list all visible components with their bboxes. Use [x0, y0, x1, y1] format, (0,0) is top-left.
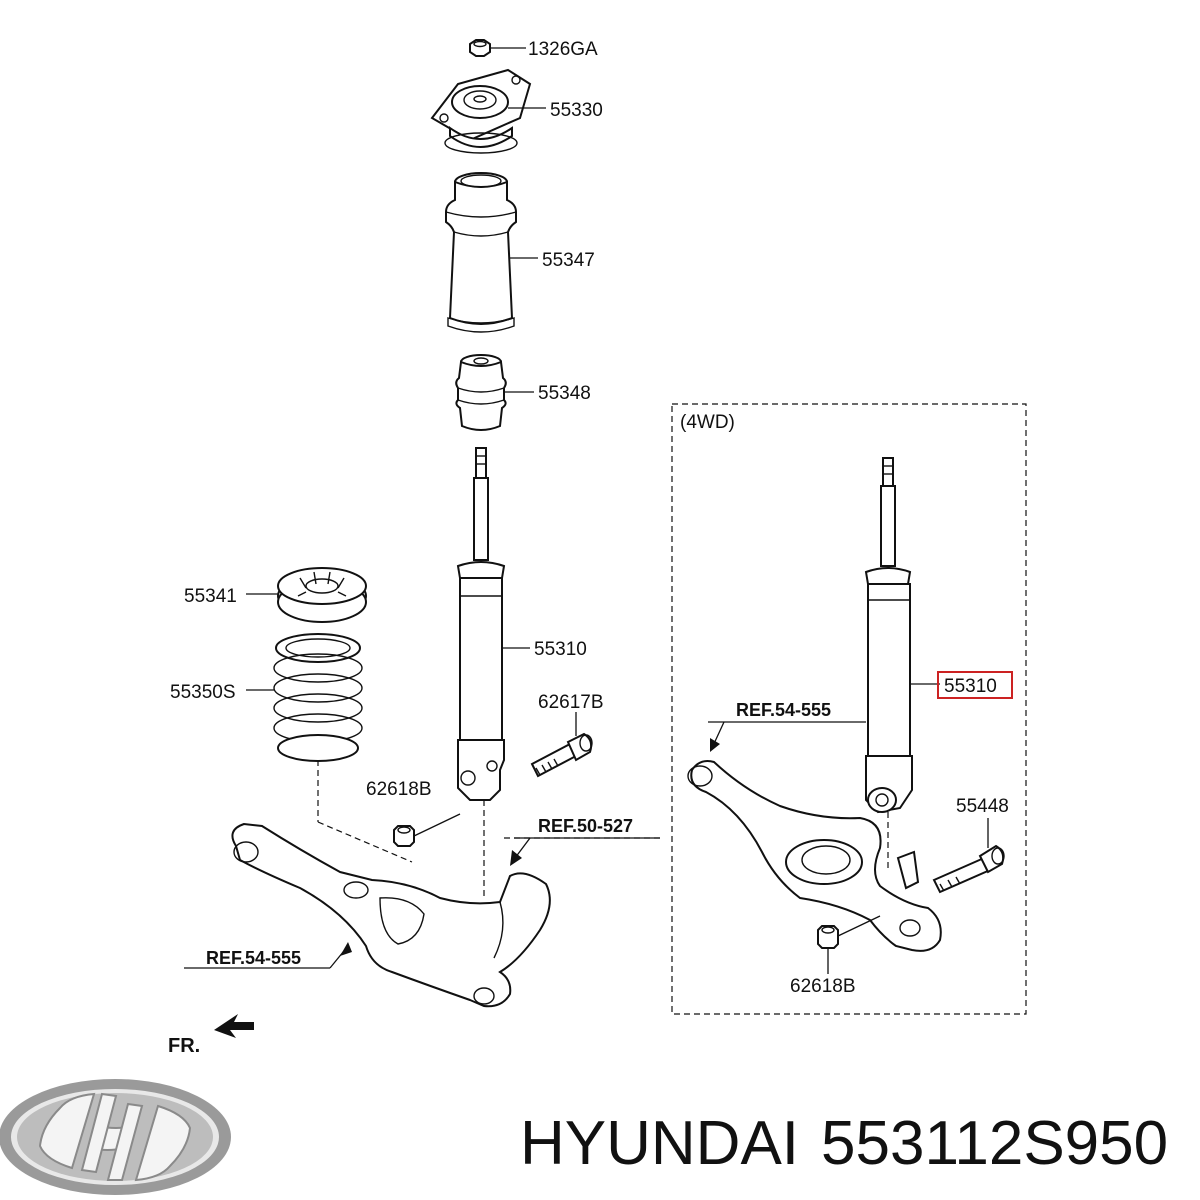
hyundai-logo-icon	[0, 1079, 231, 1195]
callout-55310-main: 55310	[534, 639, 587, 660]
brand-name: HYUNDAI	[520, 1109, 800, 1178]
top-nut-part	[469, 39, 491, 57]
ref-54-555-right: REF.54-555	[736, 700, 831, 720]
mounting-nut-4wd-part	[817, 925, 839, 949]
4wd-variant-panel	[671, 403, 1027, 1015]
callout-55350s: 55350S	[170, 682, 236, 703]
assembly-guide	[317, 821, 413, 863]
ref-54-555-left: REF.54-555	[206, 948, 301, 968]
leader-arrowhead	[710, 738, 720, 752]
lower-arm-4wd-part	[687, 760, 942, 952]
callout-55448: 55448	[956, 796, 1009, 817]
strut-mount-part	[430, 68, 532, 154]
callout-55348: 55348	[538, 383, 591, 404]
part-number: 553112S950	[821, 1109, 1169, 1178]
callout-55330: 55330	[550, 100, 603, 121]
callout-55310-4wd: 55310	[944, 676, 997, 697]
callout-62618b-4wd: 62618B	[790, 976, 856, 997]
highlight-box	[937, 671, 1013, 699]
callout-1326ga: 1326GA	[528, 39, 598, 60]
footer-caption: HYUNDAI 553112S950	[520, 1108, 1190, 1179]
front-indicator: FR.	[168, 1035, 200, 1057]
mounting-nut-part	[393, 825, 415, 847]
ref-50-527: REF.50-527	[538, 816, 633, 836]
leader-arrowhead	[510, 850, 522, 866]
shock-absorber-4wd-part	[864, 457, 913, 814]
leader-line	[837, 915, 881, 937]
leader-line	[413, 813, 461, 837]
front-arrow-icon	[214, 1014, 254, 1038]
coil-spring-part	[273, 633, 363, 762]
callout-62617b: 62617B	[538, 692, 604, 713]
lower-arm-part	[231, 822, 551, 1008]
bump-stop-part	[455, 354, 507, 431]
dust-cover-part	[445, 172, 517, 333]
callout-55341: 55341	[184, 586, 237, 607]
shock-absorber-part	[456, 447, 506, 801]
spring-pad-part	[277, 567, 367, 623]
leader-arrowhead	[340, 942, 352, 956]
callout-55347: 55347	[542, 250, 595, 271]
variant-label: (4WD)	[680, 412, 735, 433]
mounting-bolt-part	[530, 732, 593, 778]
mounting-bolt-4wd-part	[932, 844, 1005, 894]
callout-62618b-main: 62618B	[366, 779, 432, 800]
